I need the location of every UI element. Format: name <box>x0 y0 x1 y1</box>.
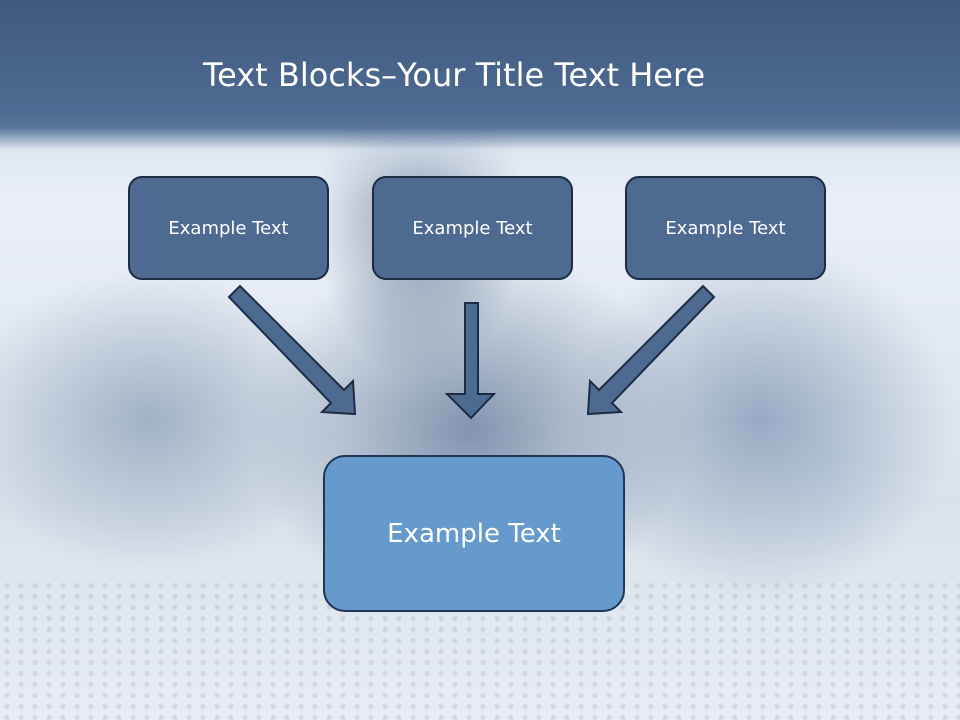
text-block-label: Example Text <box>412 217 533 239</box>
title-rest-part: Your Title Text Here <box>397 56 706 94</box>
arrow-left-diagonal <box>227 284 357 416</box>
text-block-top-right[interactable]: Example Text <box>625 176 826 280</box>
slide-title: Text Blocks–Your Title Text Here <box>203 52 705 98</box>
text-block-label: Example Text <box>168 217 289 239</box>
text-block-top-left[interactable]: Example Text <box>128 176 329 280</box>
arrow-center-down <box>444 302 497 420</box>
text-block-top-center[interactable]: Example Text <box>372 176 573 280</box>
title-dash: – <box>381 56 398 94</box>
title-bold-part: Text Blocks <box>203 56 382 94</box>
title-banner <box>0 0 960 200</box>
arrow-right-diagonal <box>586 284 716 416</box>
text-block-bottom[interactable]: Example Text <box>323 455 625 612</box>
text-block-label: Example Text <box>387 518 561 549</box>
text-block-label: Example Text <box>665 217 786 239</box>
